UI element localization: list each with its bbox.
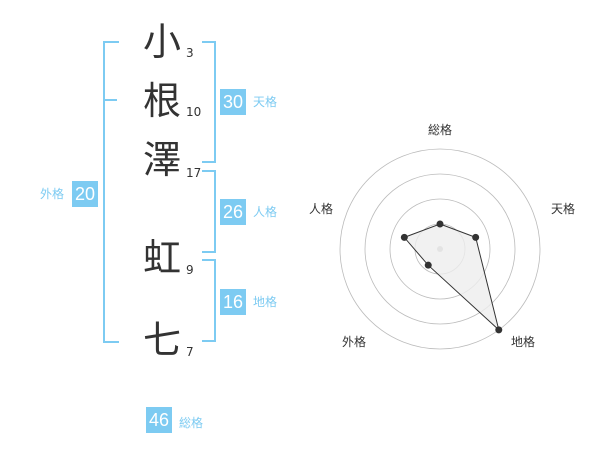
name-char-4: 虹	[142, 236, 181, 280]
chikaku-label: 地格	[253, 295, 278, 309]
radar-ring-2	[389, 198, 491, 300]
chikaku-value: 16	[220, 289, 246, 315]
stroke-count-1: 3	[186, 46, 194, 60]
axis-label-jinkaku: 人格	[309, 201, 333, 216]
radar-point-4	[400, 233, 408, 241]
stroke-count-2: 10	[186, 105, 202, 119]
gaikaku-bracket	[103, 41, 119, 343]
gaikaku-label: 外格	[40, 187, 65, 201]
radar-point-2	[495, 326, 503, 334]
jinkaku-label: 人格	[253, 205, 278, 219]
radar-point-1	[472, 233, 480, 241]
radar-point-0	[436, 220, 444, 228]
radar-ring-4	[339, 148, 541, 350]
tenkaku-value: 30	[220, 89, 246, 115]
jinkaku-value: 26	[220, 199, 246, 225]
stroke-count-5: 7	[186, 345, 194, 359]
axis-label-soukaku: 総格	[428, 122, 452, 137]
jinkaku-bracket	[202, 170, 216, 253]
soukaku-value: 46	[146, 407, 172, 433]
name-char-3: 澤	[142, 138, 181, 182]
chikaku-bracket	[202, 259, 216, 342]
name-char-2: 根	[142, 79, 181, 123]
gaikaku-bracket-tick	[105, 99, 117, 101]
radar-point-3	[424, 261, 432, 269]
tenkaku-bracket	[202, 41, 216, 163]
radar-ring-3	[364, 173, 516, 325]
gaikaku-value: 20	[72, 181, 98, 207]
stroke-count-3: 17	[186, 166, 202, 180]
stroke-count-4: 9	[186, 263, 194, 277]
tenkaku-label: 天格	[253, 95, 278, 109]
name-char-5: 七	[142, 318, 181, 362]
axis-label-chikaku: 地格	[511, 334, 535, 349]
name-char-1: 小	[142, 20, 181, 64]
axis-label-tenkaku: 天格	[551, 201, 575, 216]
axis-label-gaikaku: 外格	[342, 334, 366, 349]
soukaku-label: 総格	[179, 416, 204, 430]
radar-polygon	[403, 223, 500, 332]
